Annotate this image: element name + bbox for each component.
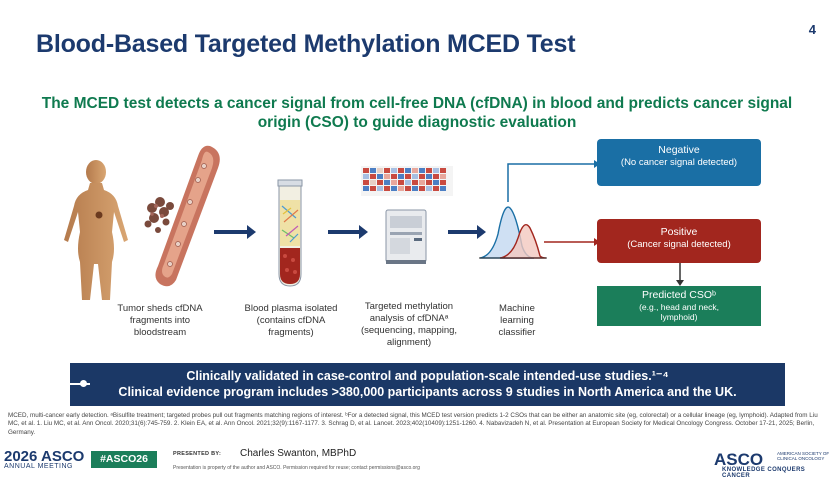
heatmap-icon bbox=[361, 166, 453, 196]
blood-vessel-icon bbox=[144, 145, 220, 287]
slide-number: 4 bbox=[808, 22, 816, 37]
presenter-name: Charles Swanton, MBPhD bbox=[240, 448, 357, 459]
negative-title: Negative bbox=[658, 144, 700, 156]
slide-subtitle: The MCED test detects a cancer signal fr… bbox=[41, 95, 793, 131]
step-caption-tumor: Tumor sheds cfDNA fragments into bloodst… bbox=[117, 303, 203, 338]
positive-title: Positive bbox=[660, 226, 698, 238]
human-figure-icon bbox=[64, 160, 128, 300]
flow-arrow-3 bbox=[448, 225, 486, 239]
banner-connector-dot bbox=[80, 380, 87, 387]
asco-logo-sub: AMERICAN SOCIETY OF CLINICAL ONCOLOGY bbox=[777, 451, 830, 461]
flow-arrow-1 bbox=[214, 225, 256, 239]
meeting-brand: ASCO bbox=[41, 448, 85, 465]
hashtag-badge: #ASCO26 bbox=[91, 451, 157, 468]
banner-line-1: Clinically validated in case-control and… bbox=[186, 369, 669, 383]
test-tube-icon bbox=[277, 179, 303, 287]
meeting-logo: 2026 ASCO ANNUAL MEETING bbox=[4, 448, 84, 470]
flow-arrow-2 bbox=[328, 225, 368, 239]
sequencer-icon bbox=[385, 209, 427, 264]
negative-detail: (No cancer signal detected) bbox=[620, 156, 738, 168]
step-caption-plasma: Blood plasma isolated (contains cfDNA fr… bbox=[244, 303, 338, 338]
permission-note: Presentation is property of the author a… bbox=[173, 465, 420, 471]
predicted-cso-box: Predicted CSOᵇ (e.g., head and neck, lym… bbox=[597, 286, 761, 326]
positive-result-box: Positive (Cancer signal detected) bbox=[597, 219, 761, 263]
banner-connector-line bbox=[60, 383, 90, 385]
evidence-banner: Clinically validated in case-control and… bbox=[70, 363, 785, 406]
distribution-curves-icon bbox=[479, 206, 547, 259]
footnote: MCED, multi-cancer early detection. ᵃBis… bbox=[8, 412, 818, 436]
cso-detail: (e.g., head and neck, lymphoid) bbox=[639, 301, 719, 323]
presented-by-label: PRESENTED BY: bbox=[173, 451, 222, 457]
meeting-sub: ANNUAL MEETING bbox=[4, 463, 73, 470]
negative-result-box: Negative (No cancer signal detected) bbox=[597, 139, 761, 186]
step-caption-methylation: Targeted methylation analysis of cfDNAᵃ … bbox=[360, 301, 458, 348]
slide-title: Blood-Based Targeted Methylation MCED Te… bbox=[36, 30, 576, 58]
classifier-connectors bbox=[507, 160, 600, 246]
meeting-year: 2026 bbox=[4, 448, 38, 465]
positive-to-cso-arrow bbox=[676, 263, 684, 286]
cso-title: Predicted CSOᵇ bbox=[642, 289, 716, 301]
asco-logo: ASCO bbox=[714, 450, 764, 469]
banner-line-2: Clinical evidence program includes >380,… bbox=[118, 385, 737, 399]
positive-detail: (Cancer signal detected) bbox=[627, 238, 731, 250]
step-caption-classifier: Machine learning classifier bbox=[498, 303, 536, 338]
asco-tagline: KNOWLEDGE CONQUERS CANCER bbox=[722, 467, 806, 478]
